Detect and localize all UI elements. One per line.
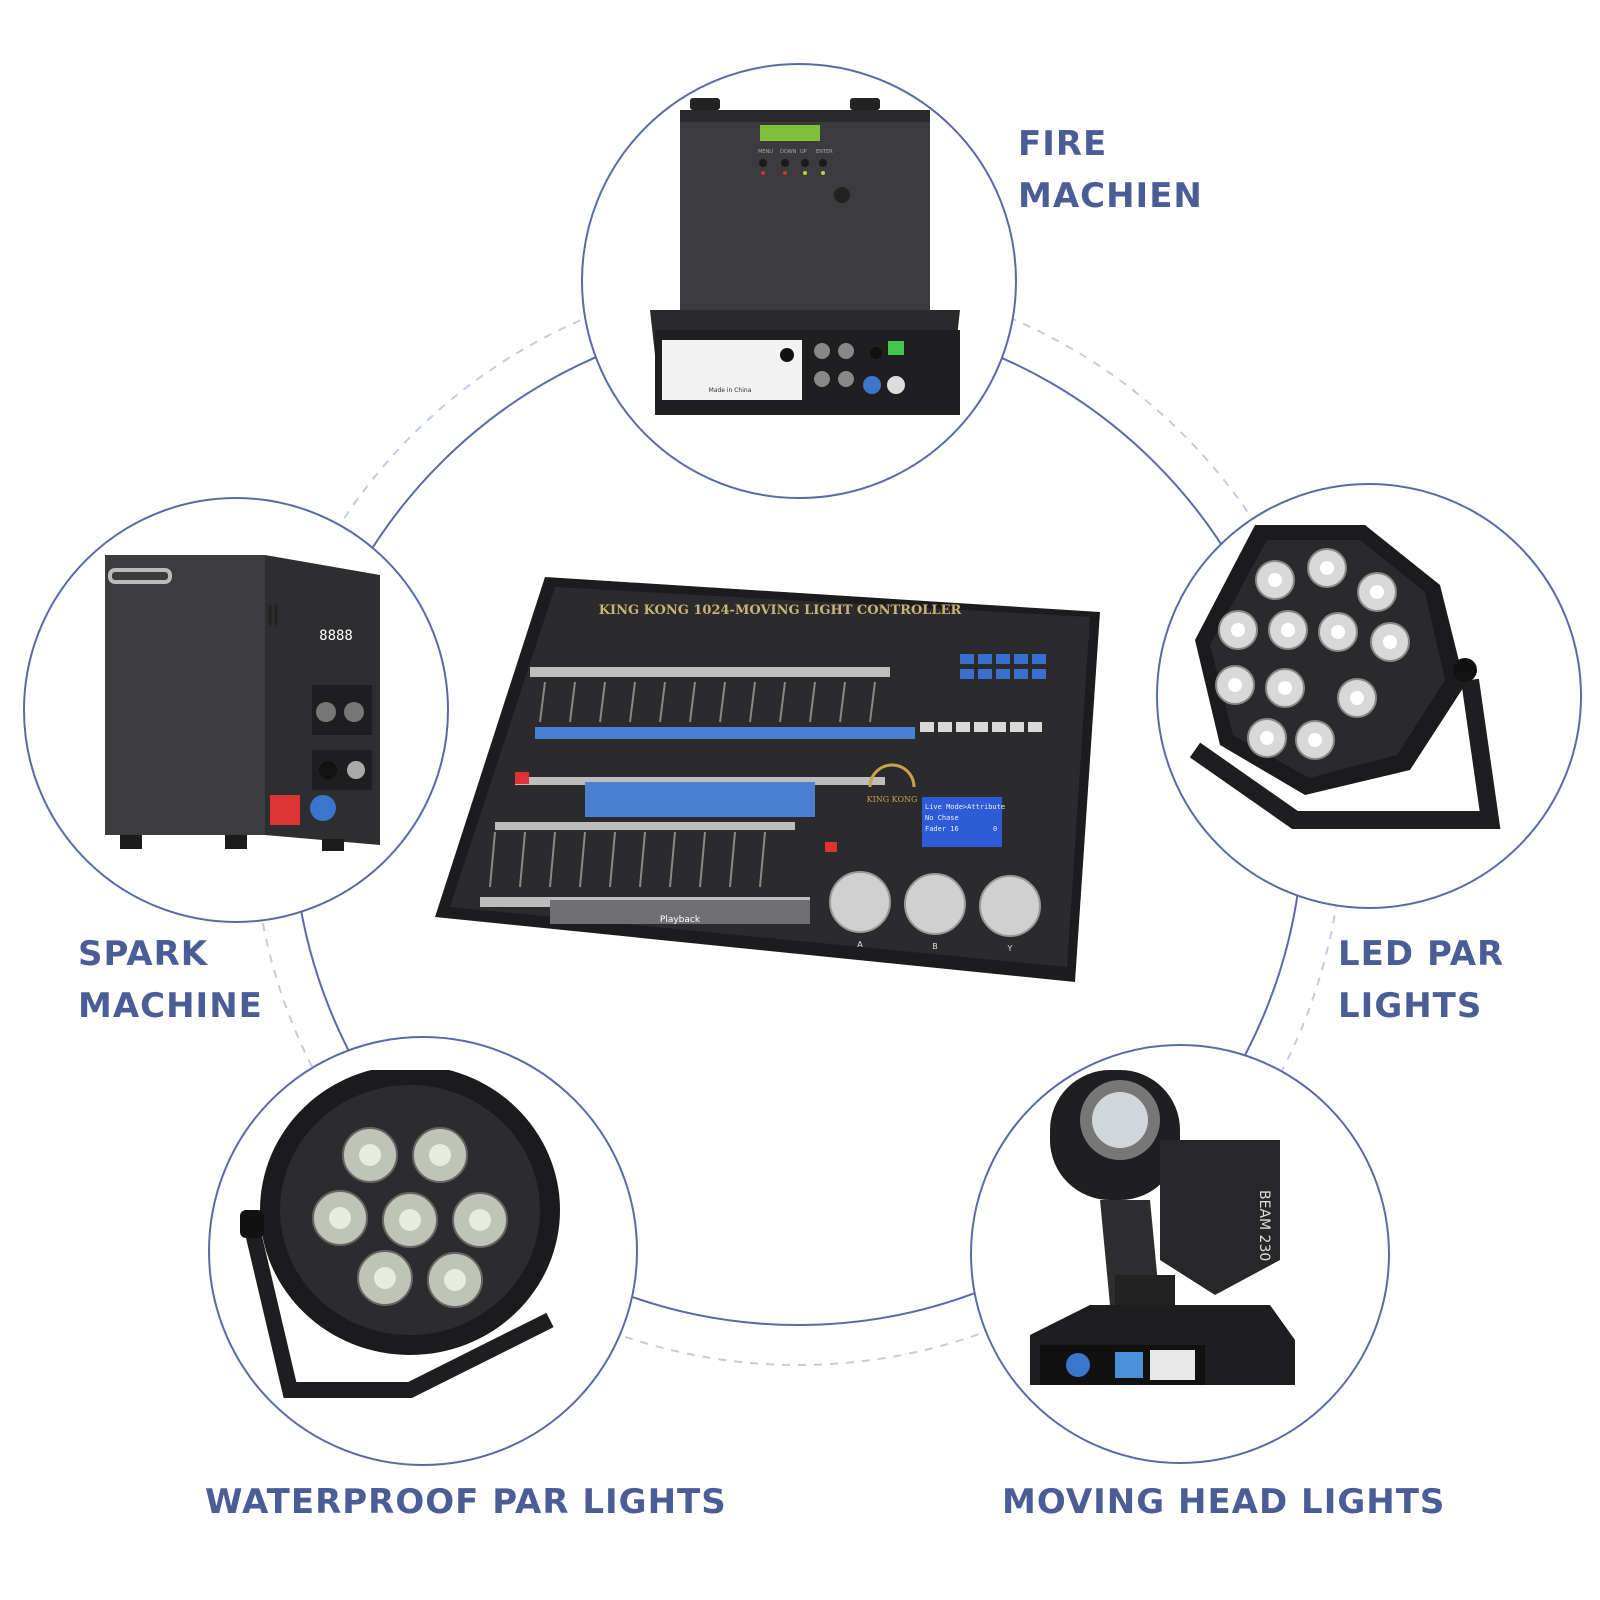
fire-btn-menu: MENU <box>758 149 773 155</box>
moving-label-text: MOVING HEAD LIGHTS <box>1002 1482 1446 1522</box>
waterproof-par-label: WATERPROOF PAR LIGHTS <box>205 1476 727 1528</box>
fire-made-in-label: Made in China <box>709 387 752 394</box>
led-par-label: LED PAR LIGHTS <box>1338 928 1504 1032</box>
waterproof-label-text: WATERPROOF PAR LIGHTS <box>205 1482 727 1522</box>
lcd-line-2: No Chase <box>925 814 959 822</box>
fire-btn-up: UP <box>800 149 807 155</box>
spark-label-line-1: SPARK <box>78 934 209 974</box>
lighting-console-image: KING KONG 1024-MOVING LIGHT CONTROLLER P… <box>435 577 1100 982</box>
moving-head-image: BEAM 230 <box>1030 1070 1295 1385</box>
ledpar-label-line-2: LIGHTS <box>1338 986 1483 1026</box>
wheel-label-y: Y <box>1007 944 1013 953</box>
fire-btn-down: DOWN <box>780 149 797 155</box>
spark-label-line-2: MACHINE <box>78 986 263 1026</box>
led-par-image <box>1189 525 1501 829</box>
fire-machine-image: MENU DOWN UP ENTER Made in China <box>650 98 960 415</box>
lcd-value: 0 <box>993 825 997 833</box>
console-playback-label: Playback <box>660 915 701 925</box>
moving-head-model: BEAM 230 <box>1256 1190 1272 1261</box>
fire-machine-label: FIRE MACHIEN <box>1018 118 1203 222</box>
lcd-line-3: Fader 16 <box>925 825 959 833</box>
wheel-label-b: B <box>932 942 938 951</box>
waterproof-par-image <box>240 1070 560 1398</box>
fire-label-line-1: FIRE <box>1018 124 1108 164</box>
wheel-label-a: A <box>857 940 863 949</box>
lcd-line-1: Live Mode>Attribute <box>925 803 1005 811</box>
spark-machine-label: SPARK MACHINE <box>78 928 263 1032</box>
ledpar-label-line-1: LED PAR <box>1338 934 1505 974</box>
fire-label-line-2: MACHIEN <box>1018 176 1203 216</box>
console-brand-title: KING KONG 1024-MOVING LIGHT CONTROLLER <box>599 603 962 618</box>
fire-btn-enter: ENTER <box>816 149 833 155</box>
spark-display: 8888 <box>319 628 353 644</box>
spark-machine-image: 8888 <box>105 555 380 851</box>
console-logo: KING KONG <box>867 795 918 804</box>
moving-head-label: MOVING HEAD LIGHTS <box>1002 1476 1445 1528</box>
